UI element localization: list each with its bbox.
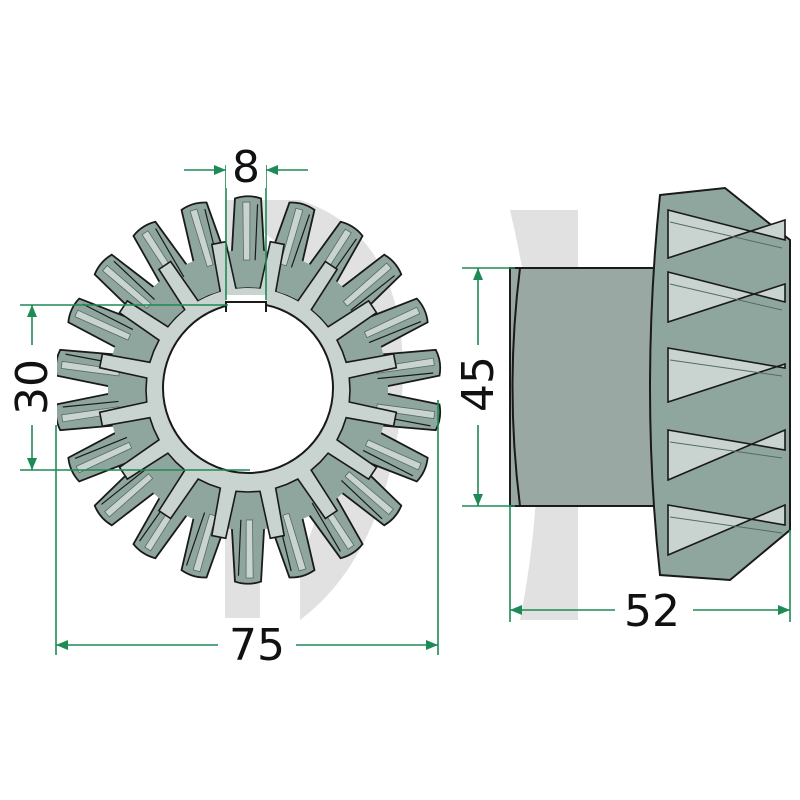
- tooth-highlight: [104, 473, 154, 518]
- bore-hole: [162, 302, 334, 474]
- dim-label-keyway: 8: [232, 142, 260, 193]
- tooth-highlight: [282, 512, 307, 572]
- dim-label-outer: 75: [229, 620, 285, 671]
- tooth-highlight: [245, 519, 254, 579]
- side-tooth: [667, 503, 786, 557]
- tooth-highlight: [364, 439, 422, 471]
- tooth-highlight: [74, 309, 132, 341]
- tooth-edge: [311, 502, 341, 552]
- arrowhead: [27, 458, 37, 470]
- tooth-edge: [113, 260, 155, 301]
- dimension-arrows: [27, 165, 790, 650]
- side-tooth-shade: [669, 221, 783, 249]
- tooth-edge: [341, 479, 383, 520]
- tooth-highlight: [242, 201, 251, 261]
- tooth-edge: [377, 372, 434, 380]
- arrowhead: [266, 165, 278, 175]
- dim-label-length: 52: [624, 586, 680, 637]
- tooth-highlight: [75, 441, 133, 474]
- tooth-highlight: [363, 306, 421, 339]
- side-tooth-shade: [669, 441, 783, 459]
- tooth-edge: [368, 320, 422, 344]
- arrowhead: [426, 640, 438, 650]
- hub-left-edge: [511, 267, 521, 507]
- arrowhead: [510, 605, 522, 615]
- tooth-highlight: [192, 513, 217, 573]
- dim-label-hub: 45: [453, 356, 504, 412]
- label-bg-75: [218, 618, 296, 670]
- tooth-edge: [362, 449, 414, 477]
- tooth-edge: [74, 436, 128, 460]
- tooth-highlight: [279, 207, 304, 267]
- side-tooth-shade: [669, 359, 783, 377]
- side-tooth-shade: [669, 283, 783, 311]
- side-tooth: [667, 208, 786, 260]
- tooth-edge: [290, 214, 311, 268]
- label-bg-45: [452, 345, 504, 425]
- side-tooth-shade: [669, 516, 783, 534]
- arrowhead: [473, 494, 483, 506]
- tooth-edge: [350, 275, 396, 311]
- arrowhead: [214, 165, 226, 175]
- tooth-highlight: [189, 208, 214, 268]
- side-tooth: [667, 428, 786, 482]
- tooth-edge: [100, 469, 146, 505]
- hub-cylinder: [509, 267, 661, 507]
- dim-label-bore: 30: [7, 359, 58, 415]
- tooth-edge: [237, 519, 242, 576]
- arrowhead: [778, 605, 790, 615]
- tooth-edge: [254, 204, 259, 261]
- tooth-edge: [185, 512, 206, 566]
- label-bg-30: [5, 345, 57, 425]
- side-tooth: [667, 347, 786, 404]
- tooth-edge: [82, 303, 134, 331]
- gear-front-view: [54, 195, 442, 585]
- tooth-edge: [155, 228, 185, 278]
- arrowhead: [473, 268, 483, 280]
- side-teeth: [667, 208, 786, 557]
- gear-side-view: [509, 186, 791, 582]
- tooth-highlight: [344, 471, 394, 516]
- arrowhead: [56, 640, 68, 650]
- arrowhead: [27, 305, 37, 317]
- label-bg-8: [226, 138, 266, 188]
- keyway-outline: [225, 301, 267, 312]
- tooth-highlight: [342, 262, 392, 307]
- dimension-lines: [20, 165, 791, 655]
- tooth-edge: [62, 400, 119, 408]
- label-bg-52: [615, 585, 693, 637]
